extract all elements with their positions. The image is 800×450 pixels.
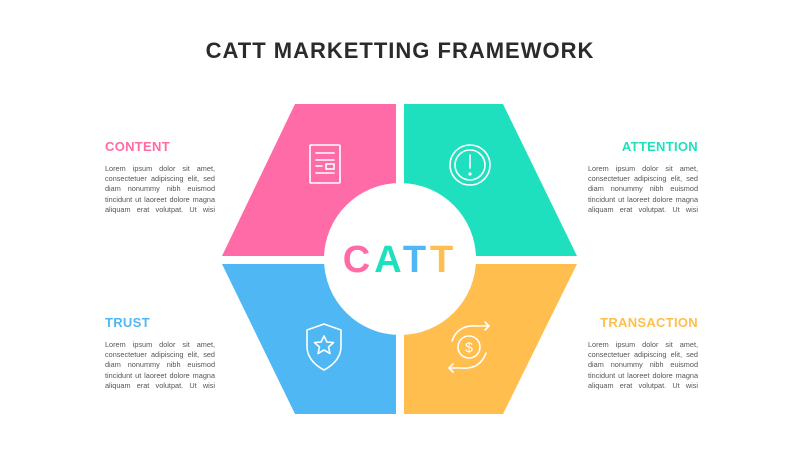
center-letter-a: A	[374, 239, 403, 281]
center-letter-t2: T	[430, 239, 457, 281]
attention-text-block: ATTENTION Lorem ipsum dolor sit amet, co…	[588, 139, 698, 215]
center-letter-t1: T	[403, 239, 430, 281]
attention-description: Lorem ipsum dolor sit amet, consectetuer…	[588, 164, 698, 214]
center-acronym: CATT	[343, 239, 458, 281]
dollar-exchange-icon: $	[448, 321, 490, 373]
attention-heading: ATTENTION	[621, 139, 698, 154]
trust-description: Lorem ipsum dolor sit amet, consectetuer…	[105, 340, 215, 390]
transaction-text-block: TRANSACTION Lorem ipsum dolor sit amet, …	[588, 315, 698, 391]
transaction-heading: TRANSACTION	[600, 315, 698, 330]
content-text-block: CONTENT Lorem ipsum dolor sit amet, cons…	[105, 139, 215, 215]
trust-heading: TRUST	[105, 315, 150, 330]
document-icon	[309, 144, 341, 184]
center-letter-c: C	[343, 239, 374, 281]
exclamation-circle-icon	[449, 144, 491, 186]
content-description: Lorem ipsum dolor sit amet, consectetuer…	[105, 164, 215, 214]
content-heading: CONTENT	[105, 139, 170, 154]
trust-text-block: TRUST Lorem ipsum dolor sit amet, consec…	[105, 315, 215, 391]
transaction-description: Lorem ipsum dolor sit amet, consectetuer…	[588, 340, 698, 390]
svg-text:$: $	[465, 339, 473, 355]
center-circle	[324, 183, 476, 335]
page-title: CATT MARKETTING FRAMEWORK	[205, 38, 595, 63]
shield-star-icon	[306, 323, 342, 371]
